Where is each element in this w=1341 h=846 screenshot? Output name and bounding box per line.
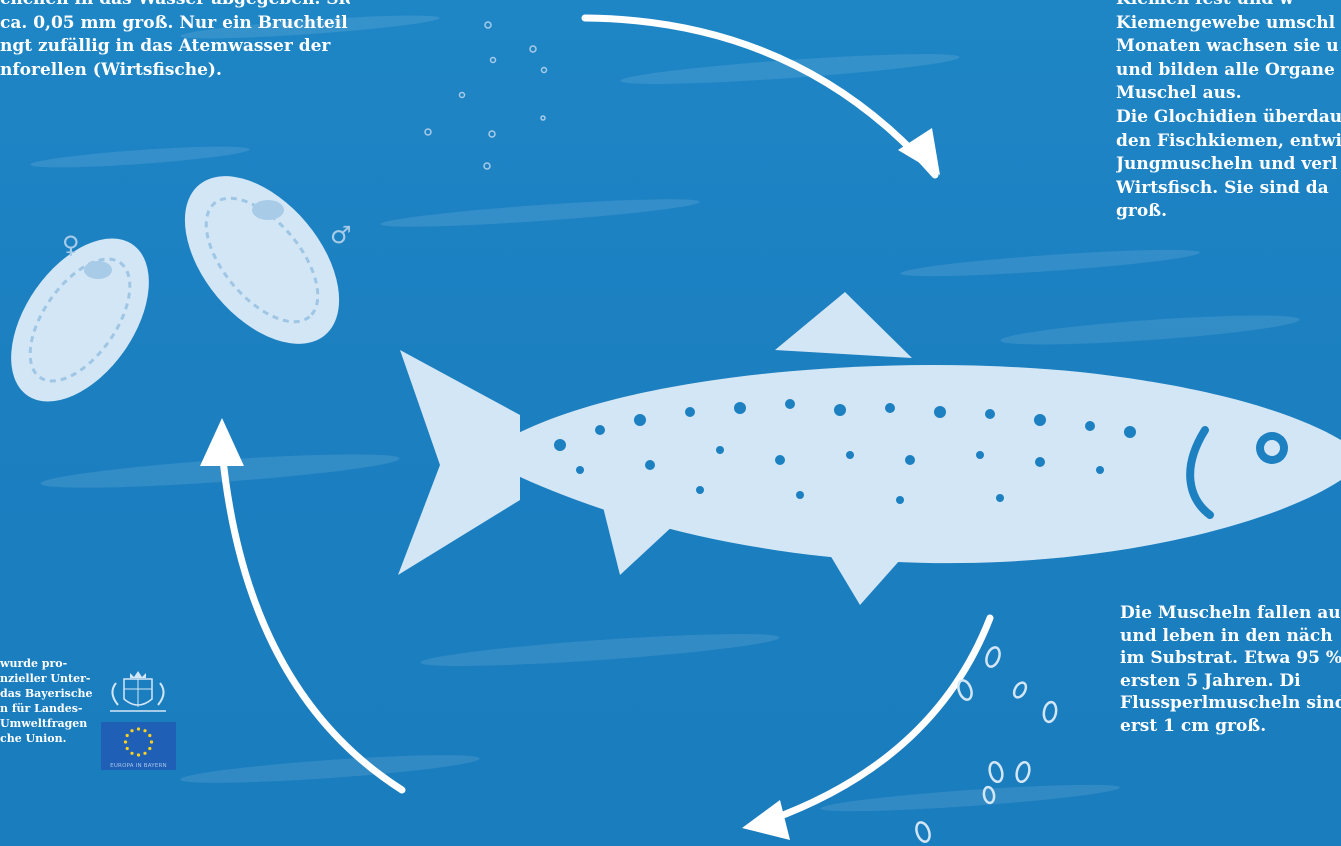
text-sponsor-note: wurde pro- nzieller Unter- das Bayerisch… [0,656,96,746]
cycle-arrow-top [585,18,935,175]
cycle-arrowhead-bottom [742,800,790,840]
text-line: n für Landes- [0,701,96,716]
text-line: Die Muscheln fallen au [1120,602,1341,625]
male-symbol-icon: ♂ [330,223,352,247]
cycle-arrowhead-left [200,418,244,466]
text-line: ngt zufällig in das Atemwasser der [0,35,350,59]
text-gill-phase: Kiemen fest und w Kiemengewebe umschl Mo… [1116,0,1341,224]
mussel-male [155,148,370,373]
text-line: Jungmuscheln und verl [1116,153,1341,177]
text-line: Monaten wachsen sie u [1116,35,1341,59]
text-line: nzieller Unter- [0,671,96,686]
eu-caption: EUROPA IN BAYERN [101,763,176,769]
eu-flag-logo: EUROPA IN BAYERN [101,722,176,770]
text-line: den Fischkiemen, entwi [1116,130,1341,154]
text-line: Kiemen fest und w [1116,0,1341,12]
text-line: und leben in den näch [1120,625,1341,648]
text-line: groß. [1116,200,1341,224]
text-line: das Bayerische [0,686,96,701]
text-line: im Substrat. Etwa 95 % [1120,647,1341,670]
text-line: Wirtsfisch. Sie sind da [1116,177,1341,201]
eu-stars-icon [101,722,176,762]
text-line: Umweltfragen [0,716,96,731]
text-glochidia-release: chchen in das Wasser abgegeben. Sie ca. … [0,0,350,82]
text-line: nforellen (Wirtsfische). [0,59,350,83]
text-line: erst 1 cm groß. [1120,715,1341,738]
bavaria-coat-of-arms-logo [102,669,174,715]
cycle-arrowhead-top [898,128,940,175]
coat-of-arms-icon [102,669,174,715]
female-symbol-icon: ♀ [62,233,80,257]
text-line: ca. 0,05 mm groß. Nur ein Bruchteil [0,12,350,36]
text-line: chchen in das Wasser abgegeben. Sie [0,0,350,12]
text-line: und bilden alle Organe [1116,59,1341,83]
cycle-arrow-bottom [770,618,990,820]
text-line: ersten 5 Jahren. Di [1120,670,1341,693]
text-line: Flussperlmuscheln sind [1120,692,1341,715]
young-mussel-drops [914,646,1058,844]
text-line: Muschel aus. [1116,82,1341,106]
glochidia-bubbles [425,22,547,169]
text-line: wurde pro- [0,656,96,671]
text-line: Kiemengewebe umschl [1116,12,1341,36]
cycle-arrow-left [222,450,402,790]
text-line: Die Glochidien überdau [1116,106,1341,130]
mussel-female [0,214,177,427]
text-substrate-phase: Die Muscheln fallen au und leben in den … [1120,602,1341,737]
text-line: che Union. [0,731,96,746]
trout-host-fish [398,292,1341,605]
